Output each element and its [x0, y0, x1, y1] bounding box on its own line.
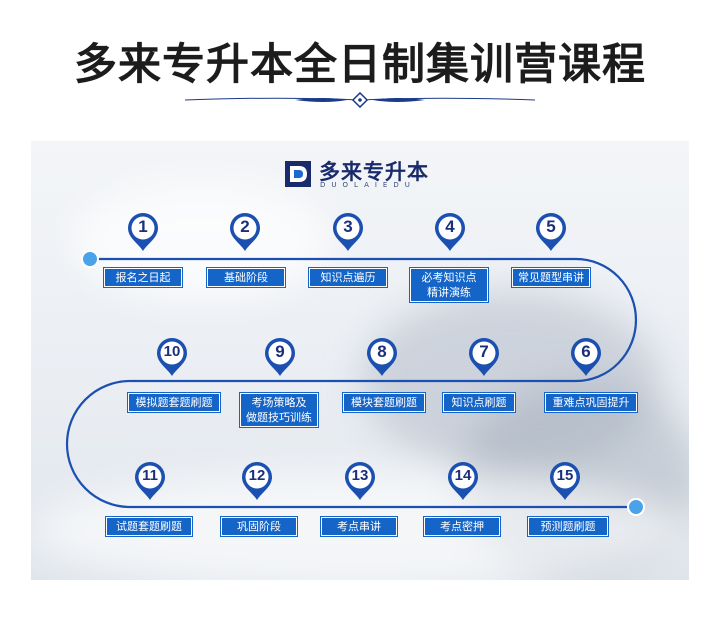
step-pin-3: 3 [331, 212, 365, 252]
step-number: 4 [445, 217, 455, 236]
step-label: 巩固阶段 [221, 517, 297, 536]
step-label: 重难点巩固提升 [545, 393, 637, 412]
step-pin-10: 10 [155, 337, 189, 377]
track-end-dot [627, 498, 645, 516]
step-pin-13: 13 [343, 461, 377, 501]
step-number: 1 [138, 217, 148, 236]
step-pin-4: 4 [433, 212, 467, 252]
step-label: 必考知识点 精讲演练 [410, 268, 488, 302]
step-pin-6: 6 [569, 337, 603, 377]
step-label: 基础阶段 [207, 268, 285, 287]
step-pin-9: 9 [263, 337, 297, 377]
step-label: 知识点刷题 [443, 393, 515, 412]
step-number: 7 [479, 342, 489, 361]
step-number: 6 [581, 342, 591, 361]
step-number: 12 [248, 467, 266, 484]
step-number: 9 [275, 342, 285, 361]
step-label: 报名之日起 [104, 268, 182, 287]
step-pin-14: 14 [446, 461, 480, 501]
track-start-dot [81, 250, 99, 268]
step-label: 预测题刷题 [528, 517, 608, 536]
step-number: 13 [351, 467, 369, 484]
step-number: 10 [163, 343, 181, 360]
step-pin-15: 15 [548, 461, 582, 501]
step-pin-5: 5 [534, 212, 568, 252]
step-label: 考场策略及 做题技巧训练 [240, 393, 318, 427]
step-label: 模块套题刷题 [343, 393, 425, 412]
step-label: 试题套题刷题 [106, 517, 192, 536]
step-label: 考点密押 [424, 517, 500, 536]
step-pin-7: 7 [467, 337, 501, 377]
title-divider [185, 91, 535, 109]
step-pin-2: 2 [228, 212, 262, 252]
logo-mark-icon [285, 161, 311, 187]
step-number: 2 [240, 217, 250, 236]
step-label: 常见题型串讲 [512, 268, 590, 287]
step-label: 考点串讲 [321, 517, 397, 536]
step-number: 14 [454, 467, 472, 484]
step-pin-1: 1 [126, 212, 160, 252]
step-number: 3 [343, 217, 353, 236]
logo-subtitle: DUOLAIEDU [320, 181, 416, 189]
step-label: 知识点遍历 [309, 268, 387, 287]
step-number: 8 [377, 342, 387, 361]
step-number: 15 [556, 467, 574, 484]
logo-name: 多来专升本 [319, 160, 429, 184]
step-number: 11 [142, 467, 158, 484]
step-number: 5 [546, 217, 556, 236]
step-label: 模拟题套题刷题 [128, 393, 220, 412]
step-pin-11: 11 [133, 461, 167, 501]
page-title: 多来专升本全日制集训营课程 [74, 40, 646, 90]
step-pin-12: 12 [240, 461, 274, 501]
step-pin-8: 8 [365, 337, 399, 377]
